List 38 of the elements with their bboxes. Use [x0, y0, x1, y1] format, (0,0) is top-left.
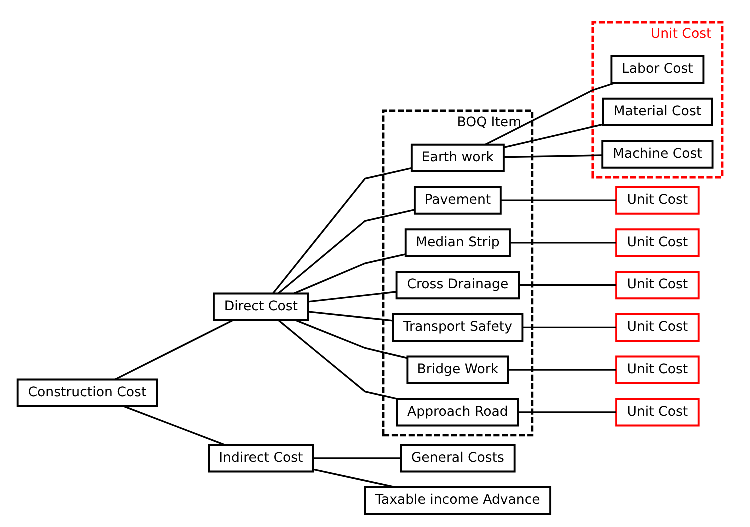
connector	[510, 242, 616, 244]
node-box: Bridge Work	[406, 356, 510, 384]
node-box: Taxable income Advance	[364, 486, 552, 516]
node-box: Median Strip	[404, 228, 511, 258]
connector	[313, 458, 401, 460]
connector	[519, 284, 616, 286]
connector	[501, 200, 616, 202]
node-box: Cross Drainage	[396, 271, 520, 300]
node-box: Direct Cost	[213, 292, 310, 322]
node-box: Unit Cost	[616, 313, 700, 342]
node-box: Unit Cost	[616, 228, 700, 258]
node-box: Transport Safety	[392, 313, 524, 342]
node-box: Unit Cost	[616, 186, 700, 215]
node-box: Unit Cost	[616, 271, 700, 300]
node-box: Approach Road	[396, 398, 520, 427]
connector	[296, 320, 408, 360]
node-box: Indirect Cost	[208, 444, 314, 473]
connector	[485, 82, 616, 146]
connector	[518, 412, 616, 414]
connector	[508, 369, 616, 371]
connector	[272, 168, 412, 294]
node-box: Unit Cost	[616, 398, 700, 427]
node-box: General Costs	[400, 444, 516, 473]
node-box: Earth work	[410, 144, 505, 172]
node-box: Machine Cost	[602, 140, 714, 169]
connector	[123, 406, 226, 446]
node-box: Pavement	[414, 186, 502, 215]
connector	[504, 154, 602, 158]
connector	[278, 320, 398, 400]
node-box: Unit Cost	[616, 356, 700, 384]
connector	[523, 326, 616, 329]
node-box: Labor Cost	[610, 56, 705, 84]
connector	[115, 320, 234, 380]
connector	[294, 254, 406, 294]
node-box: Material Cost	[602, 98, 714, 126]
connector	[278, 209, 415, 294]
connector	[313, 468, 396, 488]
node-box: Construction Cost	[16, 378, 158, 408]
